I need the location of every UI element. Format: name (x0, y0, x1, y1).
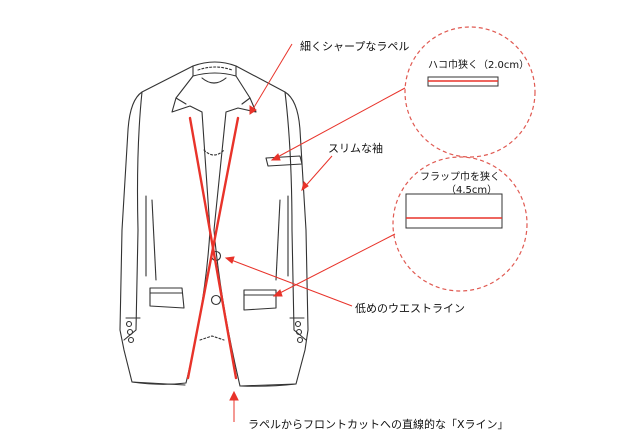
left-lapel (171, 75, 211, 231)
arrow-flap (273, 233, 396, 297)
arrow-sleeve-head (301, 181, 309, 192)
cuff-button-1 (125, 320, 133, 328)
callout-circles (392, 26, 536, 292)
arrow-xline-head (229, 390, 239, 401)
right-side-outline (235, 65, 309, 387)
left-lapel-notch (175, 97, 187, 105)
arrow-pocket (271, 87, 406, 161)
left-sleeve (123, 91, 143, 341)
waist-label: 低めのウエストライン (355, 302, 465, 315)
cuff-button-2 (126, 328, 134, 336)
arrow-flap-head (272, 289, 283, 297)
callout-circle-flap (392, 156, 528, 292)
callout-circle-pocket (404, 26, 536, 158)
collar-stitch (197, 66, 233, 71)
right-sleeve (284, 91, 307, 341)
chest-pocket (265, 155, 303, 167)
right-panel-seam (275, 199, 281, 281)
right-front-edge (213, 229, 241, 387)
hem-left (131, 381, 187, 385)
inner-lining (199, 335, 225, 341)
arrow-lapel-head (249, 105, 257, 115)
x-line (186, 116, 240, 380)
cuff-button-4 (294, 320, 302, 328)
left-flap-pocket (149, 287, 185, 309)
shirt-front (203, 149, 225, 156)
flap-width-title: フラップ巾を狭く (420, 172, 500, 183)
arrow-pocket-head (270, 153, 281, 161)
right-lapel-notch (241, 97, 251, 105)
right-flap-pocket (243, 289, 277, 311)
pocket-flap-label: ハコ巾狭く（2.0cm） (428, 60, 530, 71)
cuff-button-6 (296, 336, 304, 344)
arrow-waist-head (224, 256, 235, 264)
left-panel-seam (151, 199, 157, 281)
front-button-2 (210, 294, 222, 306)
sleeve-label: スリムな袖 (328, 142, 383, 155)
left-side-outline (119, 65, 194, 386)
arrow-waist (225, 257, 353, 307)
flap-width-box (405, 193, 503, 229)
left-front-edge (185, 229, 211, 384)
pointer-arrows (224, 43, 406, 422)
cuff-button-3 (127, 336, 135, 344)
cuff-button-5 (295, 328, 303, 336)
lapel-label: 細くシャープなラペル (300, 40, 410, 53)
callout-details (405, 76, 503, 229)
flap-width-value: （4.5cm） (446, 185, 498, 196)
right-lapel (213, 75, 257, 231)
neck-opening (201, 77, 227, 84)
xline-label: ラペルからフロントカットへの直線的な「Xライン」 (248, 418, 509, 431)
x-line-right-to-left (186, 116, 240, 380)
hem-right (239, 383, 297, 387)
jacket-outline (119, 61, 309, 387)
arrow-lapel (249, 43, 293, 115)
